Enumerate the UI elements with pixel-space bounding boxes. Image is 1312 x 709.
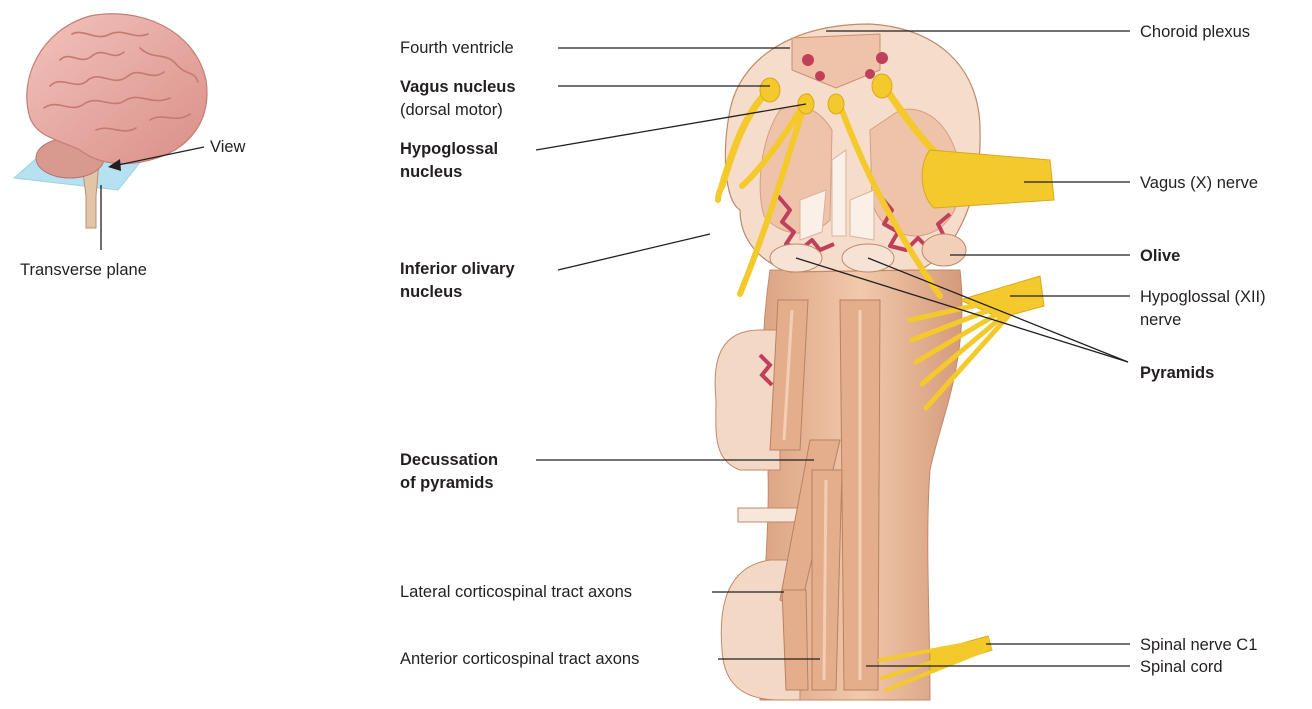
label-olive: Olive <box>1140 247 1180 265</box>
label-anterior-tract: Anterior corticospinal tract axons <box>400 650 639 668</box>
label-vagus-nerve: Vagus (X) nerve <box>1140 174 1258 192</box>
label-hypoglossal-nucleus-1: Hypoglossal <box>400 140 498 158</box>
label-pyramids: Pyramids <box>1140 364 1214 382</box>
medulla-illustration <box>715 24 1054 700</box>
transverse-plane-label: Transverse plane <box>20 261 147 279</box>
label-fourth-ventricle: Fourth ventricle <box>400 39 514 57</box>
view-label: View <box>210 138 246 156</box>
right-labels: Choroid plexus Vagus (X) nerve Olive Hyp… <box>1140 23 1266 676</box>
label-spinal-cord: Spinal cord <box>1140 658 1223 676</box>
label-vagus-nucleus-sub: (dorsal motor) <box>400 101 503 119</box>
label-decussation-1: Decussation <box>400 451 498 469</box>
label-lateral-tract: Lateral corticospinal tract axons <box>400 583 632 601</box>
vagus-nerve-shape <box>922 150 1054 208</box>
left-labels: Fourth ventricle Vagus nucleus (dorsal m… <box>400 39 639 668</box>
label-hypoglossal-nerve-2: nerve <box>1140 311 1181 329</box>
label-inferior-olivary-2: nucleus <box>400 283 462 301</box>
cut-section-band <box>738 508 798 522</box>
label-choroid-plexus: Choroid plexus <box>1140 23 1250 41</box>
olive-bulge <box>922 234 966 266</box>
label-decussation-2: of pyramids <box>400 474 494 492</box>
label-hypoglossal-nucleus-2: nucleus <box>400 163 462 181</box>
label-vagus-nucleus: Vagus nucleus <box>400 78 516 96</box>
label-inferior-olivary-1: Inferior olivary <box>400 260 515 278</box>
leader-inferior-olivary <box>558 234 710 270</box>
label-spinal-nerve: Spinal nerve C1 <box>1140 636 1257 654</box>
label-hypoglossal-nerve-1: Hypoglossal (XII) <box>1140 288 1266 306</box>
brain-inset: View Transverse plane <box>14 14 246 279</box>
